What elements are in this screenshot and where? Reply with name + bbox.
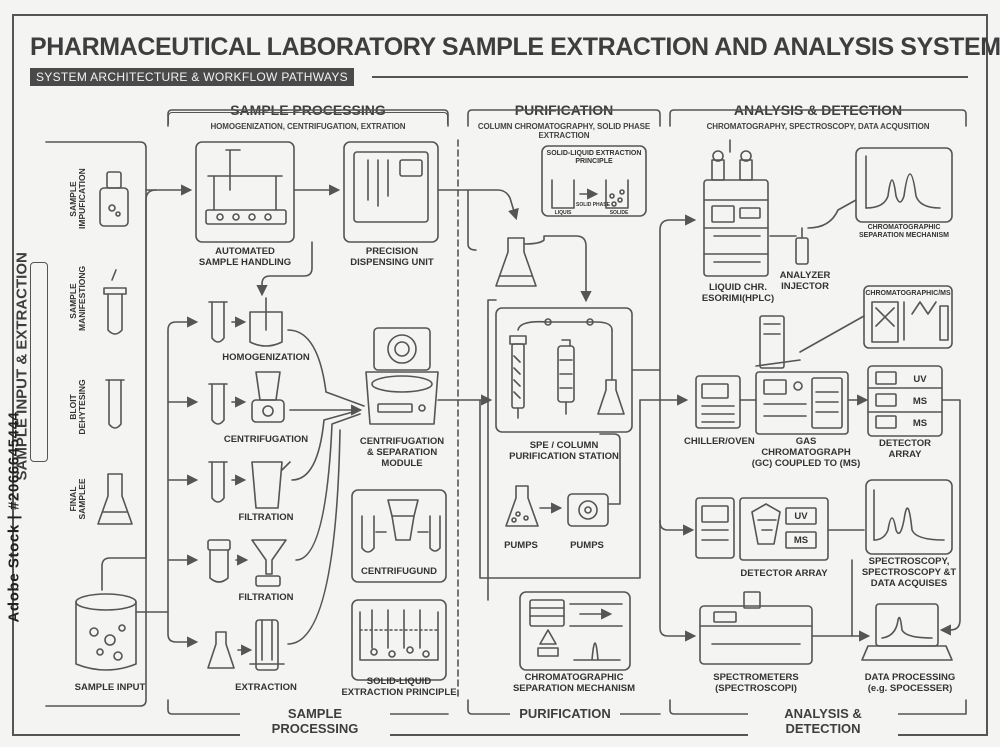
label-chrom-mechanism: CHROMATOGRAPHIC SEPARATION MECHANISM xyxy=(512,672,636,694)
label-sample-identification: SAMPLE IMPUFICATION xyxy=(68,168,87,229)
purification-footer: PURIFICATION xyxy=(510,706,620,721)
precision-dispensing-box xyxy=(343,141,439,243)
tag-ms-mid: MS xyxy=(793,535,809,546)
analysis-footer: ANALYSIS & DETECTION xyxy=(748,706,898,736)
centrifuge-icon xyxy=(373,327,431,371)
label-centrifuge-module: CENTRIFUGATION & SEPARATION MODULE xyxy=(359,436,445,469)
analysis-bracket xyxy=(669,109,967,127)
tag-ms-top-2: MS xyxy=(912,418,928,429)
laptop-icon xyxy=(875,603,939,647)
label-sle-inset-mid: SOLID PHASE xyxy=(576,202,610,208)
subtitle-rule xyxy=(372,76,968,78)
chrom-ms-box xyxy=(863,285,953,349)
label-detector-array-top: DETECTOR ARRAY xyxy=(878,438,932,460)
label-data-processing: DATA PROCESSING (e.g. SPOCESSER) xyxy=(864,672,956,694)
label-centrifugund: CENTRIFUGUND xyxy=(361,566,437,577)
centrifugund-box xyxy=(351,489,447,583)
purification-bracket xyxy=(467,109,661,127)
gcms-icon xyxy=(755,371,849,435)
tag-uv-mid: UV xyxy=(794,511,808,522)
label-spectroscopy: SPECTROSCOPY, SPECTROSCOPY &T DATA ACQUI… xyxy=(861,556,957,589)
chrom-sep-top-box xyxy=(855,147,953,223)
label-homogenization: HOMOGENIZATION xyxy=(222,352,310,363)
label-detector-array-mid: DETECTOR ARRAY xyxy=(740,568,828,579)
flask-icon xyxy=(97,473,133,525)
label-chrom-sep-top: CHROMATOGRAPHIC SEPARATION MECHANISM xyxy=(859,224,949,239)
label-hplc: LIQUID CHR. ESORIMI(HPLC) xyxy=(701,282,775,304)
processing-bracket xyxy=(167,109,449,127)
label-pumps-2: PUMPS xyxy=(570,540,604,551)
beaker-icon xyxy=(75,593,137,611)
chiller-icon xyxy=(695,375,741,429)
label-chiller: CHILLER/OVEN xyxy=(684,436,755,447)
input-section-frame xyxy=(30,262,48,462)
label-automated-handling: AUTOMATED SAMPLE HANDLING xyxy=(198,246,292,268)
label-pumps-1: PUMPS xyxy=(504,540,538,551)
spectrometer-icon xyxy=(699,605,813,665)
processing-footer: SAMPLE PROCESSING xyxy=(240,706,390,736)
label-centrifugation: CENTRIFUGATION xyxy=(223,434,309,445)
chrom-mechanism-box xyxy=(519,591,631,671)
diagram-title: PHARMACEUTICAL LABORATORY SAMPLE EXTRACT… xyxy=(30,33,1000,61)
label-gcms: GAS CHROMATOGRAPH (GC) COUPLED TO (MS) xyxy=(751,436,861,469)
automated-handling-box xyxy=(195,141,295,243)
processing-section-subtitle: HOMOGENIZATION, CENTRIFUGATION, EXTRATIO… xyxy=(210,122,406,131)
label-filtration-2: FILTRATION xyxy=(238,592,294,603)
spectroscopy-box xyxy=(865,479,953,555)
erlenmeyer-icon xyxy=(495,237,537,287)
label-blot-dehydrating: BLOIT DEHYTESING xyxy=(68,379,87,435)
input-bracket xyxy=(45,141,147,707)
purification-section-subtitle: COLUMN CHROMATOGRAPHY, SOLID PHASE EXTRA… xyxy=(477,122,651,140)
diagram-subtitle: SYSTEM ARCHITECTURE & WORKFLOW PATHWAYS xyxy=(30,68,354,86)
outer-frame xyxy=(12,14,988,736)
label-spectrometers: SPECTROMETERS (SPECTROSCOPI) xyxy=(713,672,799,694)
tag-uv-top: UV xyxy=(913,374,927,385)
sle-principle-box xyxy=(351,599,447,681)
label-sample-input: SAMPLE INPUT xyxy=(74,682,146,693)
label-sle-principle: SOLID-LIQUID EXTRACTION PRINCIPLE xyxy=(341,676,457,698)
label-precision-dispensing: PRECISION DISPENSING UNIT xyxy=(350,246,434,268)
label-chrom-ms: CHROMATOGRAPHIC/MS xyxy=(865,290,951,297)
analysis-section-subtitle: CHROMATOGRAPHY, SPECTROSCOPY, DATA ACQUS… xyxy=(706,122,930,131)
label-sample-manifesting: SAMPLE MANIFESTIONG xyxy=(68,265,87,331)
label-sle-inset-left: LIQUIS xyxy=(554,210,572,216)
label-final-sample: FINAL SAMPLEE xyxy=(68,478,87,520)
label-injector: ANALYZER INJECTOR xyxy=(779,270,831,292)
sle-inset-box xyxy=(541,145,647,217)
label-filtration-1: FILTRATION xyxy=(238,512,294,523)
label-sle-inset-title: SOLID-LIQUID EXTRACTION PRINCIPLE xyxy=(546,150,642,165)
label-extraction: EXTRACTION xyxy=(235,682,297,693)
tag-ms-top: MS xyxy=(912,396,928,407)
label-sle-inset-right: SOLIDE xyxy=(609,210,629,216)
label-spe-station: SPE / COLUMN PURIFICATION STATION xyxy=(509,440,619,462)
detector-array-mid-box xyxy=(739,497,829,561)
